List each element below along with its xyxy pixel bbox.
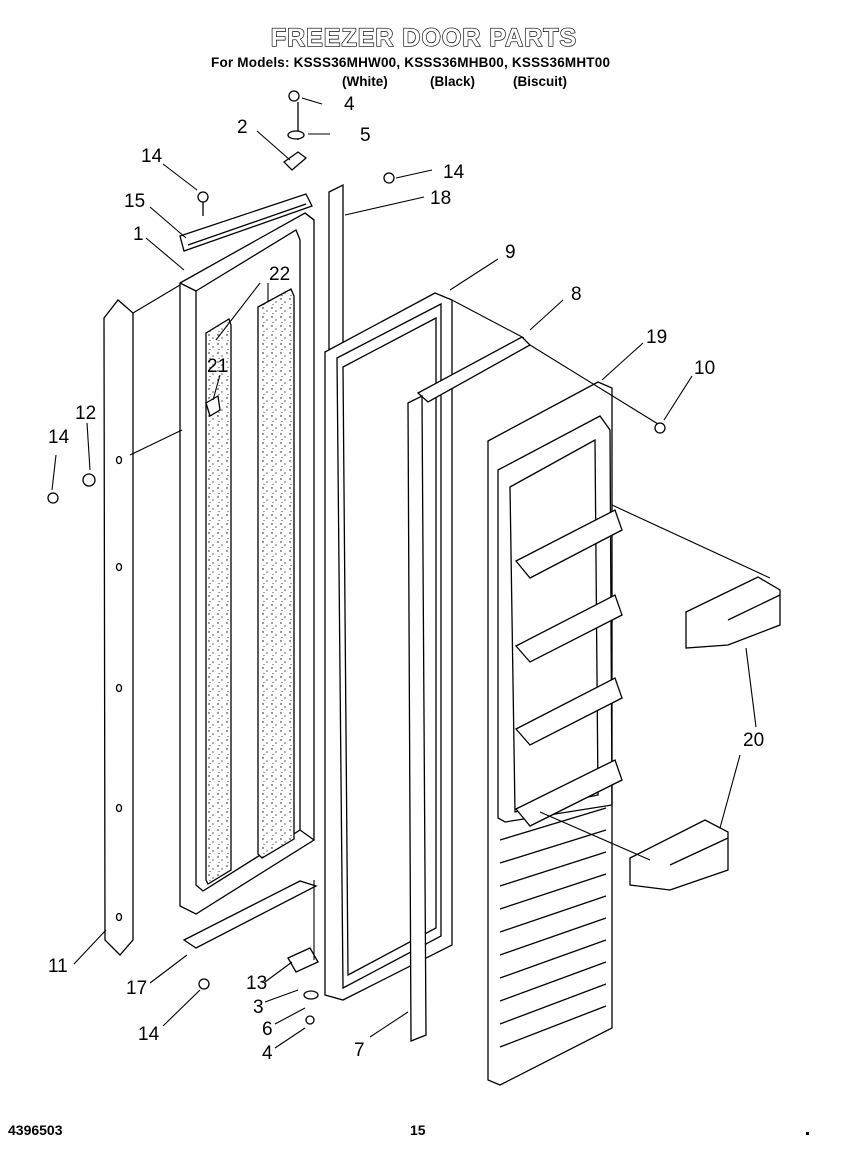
callout-22: 22	[269, 264, 290, 285]
callout-19: 19	[646, 327, 667, 348]
callout-2: 2	[237, 117, 248, 138]
part-22-insulation-pads	[205, 288, 295, 885]
variant-biscuit: (Biscuit)	[513, 74, 567, 89]
corner-mark	[806, 1132, 809, 1135]
callout-14-a: 14	[141, 146, 163, 167]
callout-15: 15	[124, 191, 145, 212]
callout-3: 3	[253, 997, 264, 1018]
leader-lines	[51, 97, 771, 1049]
callout-20: 20	[743, 730, 764, 751]
page-title: FREEZER DOOR PARTS	[270, 23, 578, 52]
callout-12: 12	[75, 403, 96, 424]
doc-number: 4396503	[8, 1122, 63, 1138]
callout-1: 1	[133, 224, 144, 245]
page-number: 15	[410, 1122, 426, 1138]
part-7-trim-strip	[407, 394, 427, 1042]
hardware-screws	[47, 172, 666, 1025]
callout-11: 11	[48, 956, 68, 977]
callout-21: 21	[207, 356, 228, 377]
models-line: For Models: KSSS36MHW00, KSSS36MHB00, KS…	[211, 55, 611, 70]
callout-6: 6	[262, 1019, 273, 1040]
callout-10: 10	[694, 358, 715, 379]
callout-8: 8	[571, 284, 582, 305]
callout-4-bottom: 4	[262, 1043, 273, 1064]
callout-labels: 4 2 5 14 14 18 15 1 9 22 8 19 21 10 12 1…	[48, 94, 764, 1064]
callout-18: 18	[430, 188, 451, 209]
part-17-bottom-bracket	[182, 880, 318, 949]
callout-7: 7	[354, 1040, 365, 1061]
callout-17: 17	[126, 978, 147, 999]
callout-14-c: 14	[48, 427, 70, 448]
callout-13: 13	[246, 973, 267, 994]
callout-14-d: 14	[138, 1024, 160, 1045]
hardware-hinge-top	[282, 90, 308, 171]
part-11-door-strip	[103, 299, 134, 956]
part-19-door-liner-assembly	[487, 381, 623, 1086]
variant-white: (White)	[342, 74, 388, 89]
callout-4-top: 4	[344, 94, 355, 115]
callout-14-b: 14	[443, 162, 465, 183]
callout-5: 5	[360, 125, 371, 146]
callout-9: 9	[505, 242, 516, 263]
part-20-door-bins	[629, 576, 781, 891]
variant-black: (Black)	[430, 74, 476, 89]
